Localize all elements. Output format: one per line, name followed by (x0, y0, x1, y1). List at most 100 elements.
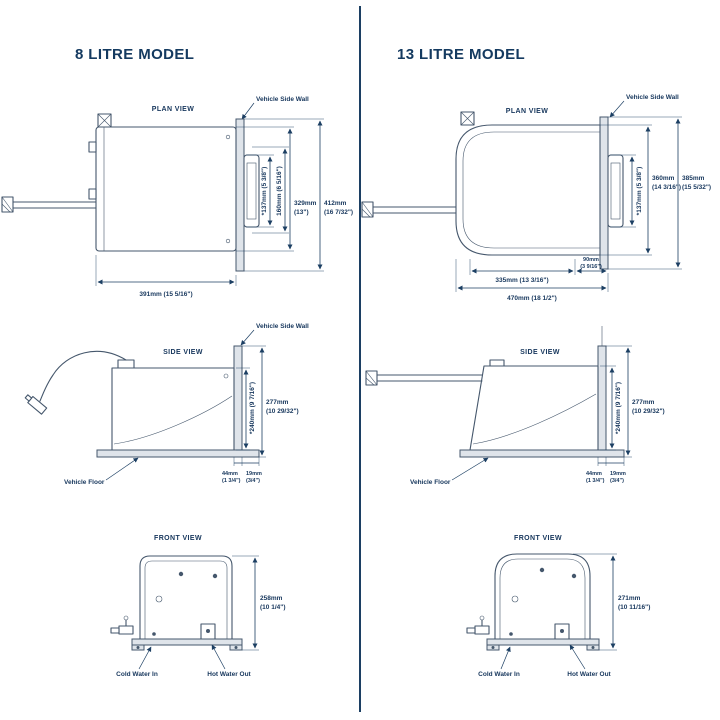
dim-text: (3/4") (246, 478, 260, 484)
view-label: PLAN VIEW (506, 108, 549, 115)
vehicle-side-wall (233, 345, 243, 451)
water-heater-plan-body (361, 111, 624, 256)
dim-height-inner: *240mm (9 7/16") (600, 365, 622, 451)
vehicle-side-wall-callout: Vehicle Side Wall (241, 96, 309, 120)
dim-text: (13") (294, 209, 309, 216)
view-label: FRONT VIEW (514, 535, 562, 542)
dim-text: (3/4") (610, 478, 624, 484)
dim-text: 335mm (13 3/16") (495, 277, 548, 284)
vehicle-side-wall-label: Vehicle Side Wall (256, 323, 309, 330)
dim-text: 360mm (652, 175, 675, 182)
right-model-title: 13 LITRE MODEL (397, 46, 526, 63)
water-heater-front-body (466, 553, 591, 640)
water-heater-side-body (24, 351, 235, 451)
inlet-pipe (361, 201, 457, 218)
thermostat-circle (155, 595, 163, 603)
vehicle-floor-callout: Vehicle Floor (410, 457, 489, 486)
side-view-8l: SIDE VIEW Vehicle Side Wall *240mm (9 7/… (24, 323, 309, 486)
plan-view-13l: PLAN VIEW Vehicle Side Wall *137mm (5 3/… (361, 94, 711, 302)
dim-text: *137mm (5 3/8") (636, 167, 643, 216)
thermostat-circle (511, 595, 519, 603)
dim-cowl-width: *137mm (5 3/8") (610, 154, 643, 228)
dim-text: 271mm (618, 595, 641, 602)
dim-text: 277mm (266, 399, 289, 406)
vehicle-side-wall-label: Vehicle Side Wall (256, 96, 309, 103)
vehicle-floor-label: Vehicle Floor (64, 479, 105, 486)
top-fitting (117, 359, 135, 369)
view-label: FRONT VIEW (154, 535, 202, 542)
dim-text: (14 3/16") (652, 184, 681, 191)
dim-text: 412mm (324, 200, 347, 207)
port-fitting (88, 141, 97, 153)
dim-overall-width: 385mm (15 5/32") (608, 116, 711, 270)
dim-height-overall: 277mm (10 29/32") (242, 345, 299, 458)
dim-small-gaps: 44mm (1 3/4") 19mm (3/4") (222, 457, 262, 484)
dim-text: 258mm (260, 595, 283, 602)
dim-text: 385mm (682, 175, 705, 182)
vehicle-floor-callout: Vehicle Floor (64, 457, 139, 486)
dim-length-overall: 470mm (18 1/2") (455, 259, 609, 302)
dim-text: (15 5/32") (682, 184, 711, 191)
dim-text: 277mm (632, 399, 655, 406)
dim-text: 391mm (15 5/16") (139, 291, 192, 298)
relief-valve (460, 111, 475, 126)
vehicle-side-wall (599, 116, 609, 270)
flue-cowl (607, 154, 624, 228)
vehicle-side-wall-label: Vehicle Side Wall (626, 94, 679, 101)
flue-dot (178, 571, 184, 577)
dim-small-gaps: 44mm (1 3/4") 19mm (3/4") (586, 457, 626, 484)
dim-text: *240mm (9 7/16") (249, 382, 256, 434)
dim-text: 44mm (586, 471, 602, 477)
dim-text: (10 29/32") (632, 408, 665, 415)
dim-text: (10 1/4") (260, 604, 285, 611)
dim-body-width: 360mm (14 3/16") (600, 124, 681, 256)
dim-front-height: 271mm (10 11/16") (573, 553, 650, 651)
flue-cowl (243, 154, 260, 228)
dim-height-inner: *240mm (9 7/16") (236, 367, 256, 451)
hot-water-out-callout: Hot Water Out (567, 644, 612, 678)
mounting-base (131, 638, 243, 651)
flue-dot (539, 567, 545, 573)
screw-dot (571, 573, 577, 579)
cold-water-in-label: Cold Water In (116, 671, 158, 678)
cold-water-in-callout: Cold Water In (478, 646, 520, 678)
front-view-13l: FRONT VIEW 271mm (10 11/16") Cold Water (466, 535, 650, 678)
dim-text: (16 7/32") (324, 209, 353, 216)
hot-water-outlet (554, 623, 570, 640)
dim-text: *137mm (5 3/8") (261, 167, 268, 216)
dim-text: 19mm (246, 471, 262, 477)
view-label: SIDE VIEW (163, 349, 203, 356)
left-model-title: 8 LITRE MODEL (75, 46, 195, 63)
cold-water-valve (110, 615, 134, 635)
dim-text: (10 11/16") (618, 604, 650, 611)
dim-text: (3 9/16") (580, 264, 602, 270)
view-label: SIDE VIEW (520, 349, 560, 356)
drain-hose (24, 351, 127, 415)
column-divider (359, 6, 361, 712)
cold-water-in-callout: Cold Water In (116, 646, 158, 678)
port-fitting (88, 188, 97, 200)
vehicle-floor-label: Vehicle Floor (410, 479, 451, 486)
inlet-pipe (365, 370, 483, 386)
vehicle-side-wall (597, 326, 607, 451)
mounting-base (486, 638, 600, 651)
relief-valve (97, 113, 112, 128)
dim-front-height: 258mm (10 1/4") (232, 555, 285, 651)
cold-water-in-label: Cold Water In (478, 671, 520, 678)
dim-text: (10 29/32") (266, 408, 299, 415)
dim-text: 470mm (18 1/2") (507, 295, 557, 302)
dim-cowl-width: *137mm (5 3/8") (246, 154, 274, 228)
dim-text: (1 3/4") (222, 478, 241, 484)
dim-text: *240mm (9 7/16") (615, 382, 622, 434)
vehicle-side-wall-callout: Vehicle Side Wall (240, 323, 309, 346)
front-view-8l: FRONT VIEW 258mm (10 1/4") Cold Water In (110, 535, 285, 678)
water-heater-front-body (110, 555, 233, 640)
vehicle-floor (96, 449, 260, 458)
dim-text: 90mm (583, 257, 599, 263)
dim-length-inner: 335mm (13 3/16") 90mm (3 9/16") (469, 257, 609, 284)
dim-overall-width: 412mm (16 7/32") (244, 118, 353, 272)
cold-water-valve (466, 615, 490, 635)
dim-body-width: 329mm (13") (236, 126, 317, 252)
water-heater-plan-body (1, 113, 260, 252)
dim-cowl-outer: 160mm (6 5/16") (252, 146, 289, 234)
